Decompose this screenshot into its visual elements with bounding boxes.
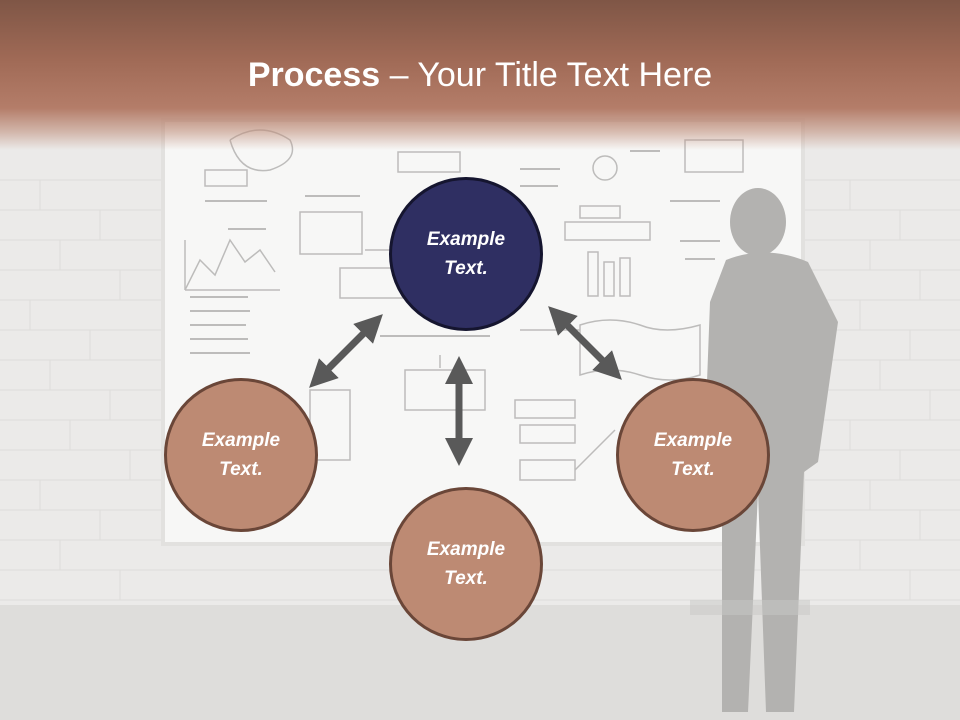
- node-left-label: Example Text.: [201, 430, 281, 480]
- title-bar: [0, 0, 960, 150]
- arrow-top-left: [309, 314, 383, 388]
- slide-title: Process – Your Title Text Here: [0, 54, 960, 96]
- title-bold: Process: [247, 56, 381, 94]
- node-left: Example Text.: [164, 378, 318, 532]
- node-bottom: Example Text.: [389, 487, 543, 641]
- title-text: Your Title Text Here: [417, 56, 713, 94]
- node-bottom-label: Example Text.: [426, 539, 506, 589]
- arrow-top-right: [548, 306, 622, 380]
- title-separator: –: [380, 56, 418, 94]
- node-top-label: Example Text.: [426, 229, 506, 279]
- node-right: Example Text.: [616, 378, 770, 532]
- node-right-label: Example Text.: [653, 430, 733, 480]
- node-top: Example Text.: [389, 177, 543, 331]
